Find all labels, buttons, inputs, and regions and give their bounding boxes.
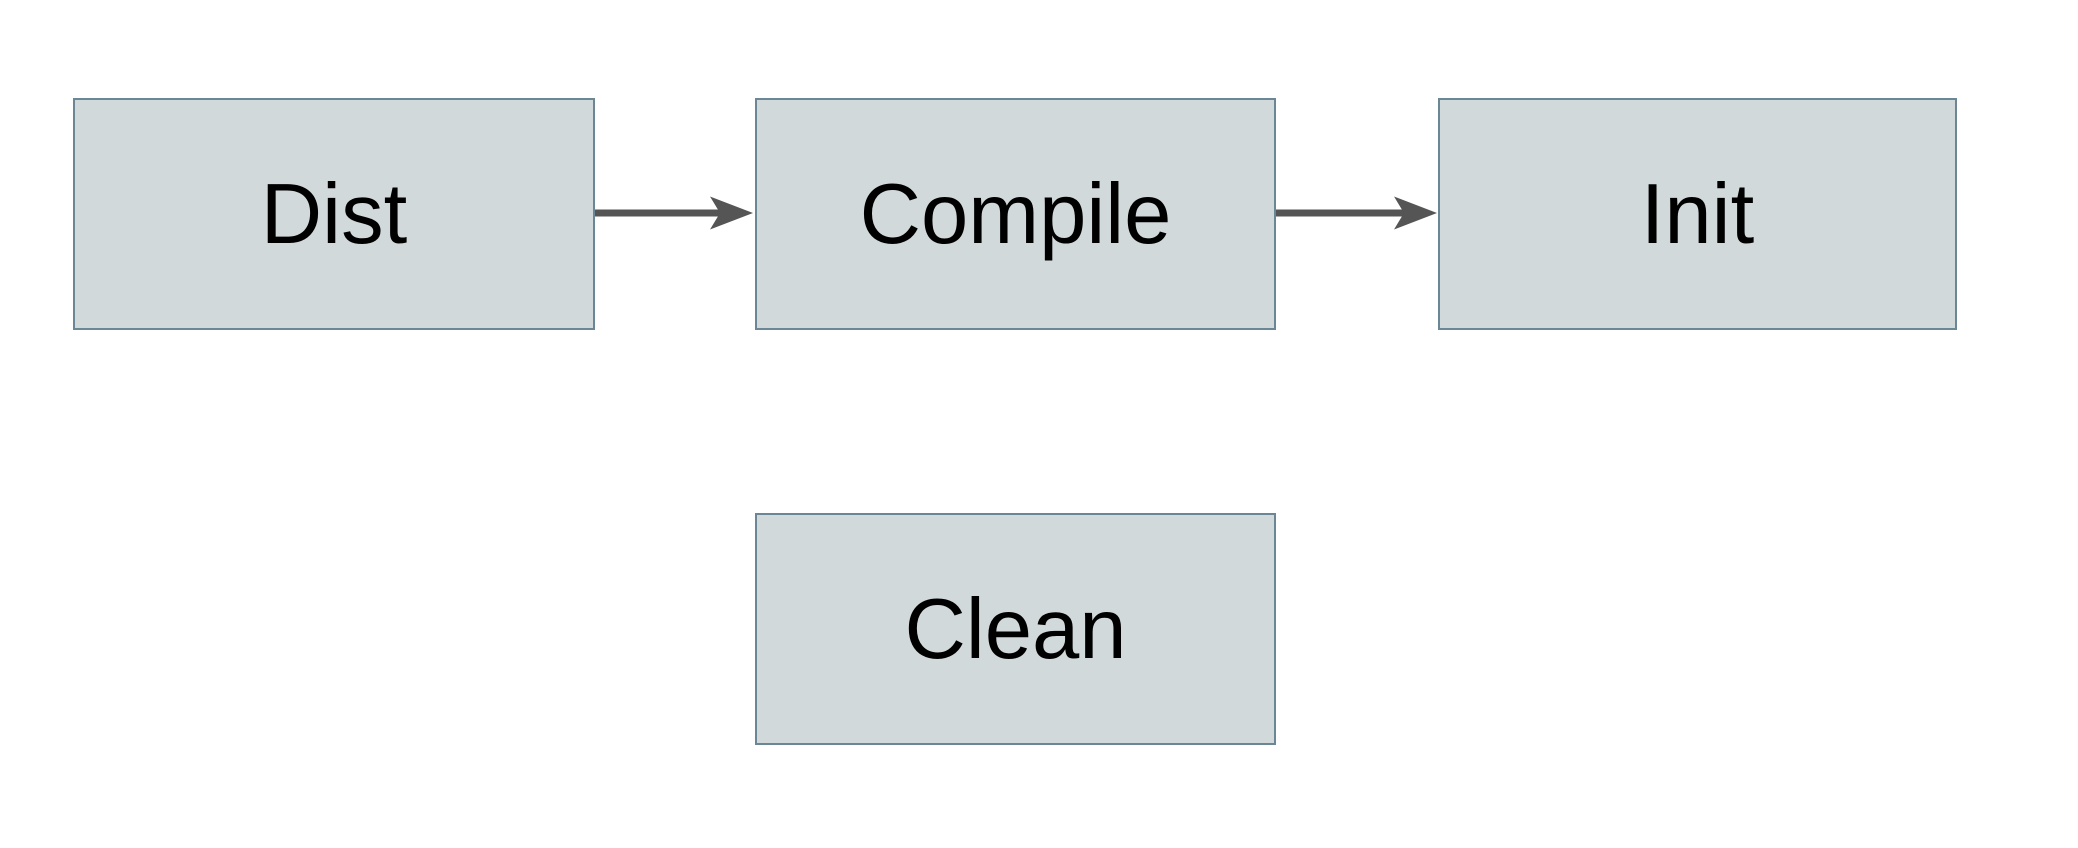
edge-dist-to-compile xyxy=(595,196,753,230)
node-clean: Clean xyxy=(755,513,1276,745)
arrowhead-right-icon xyxy=(710,196,753,230)
node-dist: Dist xyxy=(73,98,595,330)
node-dist-label: Dist xyxy=(260,166,408,262)
arrowhead-right-icon xyxy=(1394,196,1437,230)
edge-compile-to-init xyxy=(1276,196,1437,230)
node-init-label: Init xyxy=(1640,166,1755,262)
node-clean-label: Clean xyxy=(904,581,1127,677)
node-init: Init xyxy=(1438,98,1957,330)
node-compile: Compile xyxy=(755,98,1276,330)
node-compile-label: Compile xyxy=(859,166,1172,262)
